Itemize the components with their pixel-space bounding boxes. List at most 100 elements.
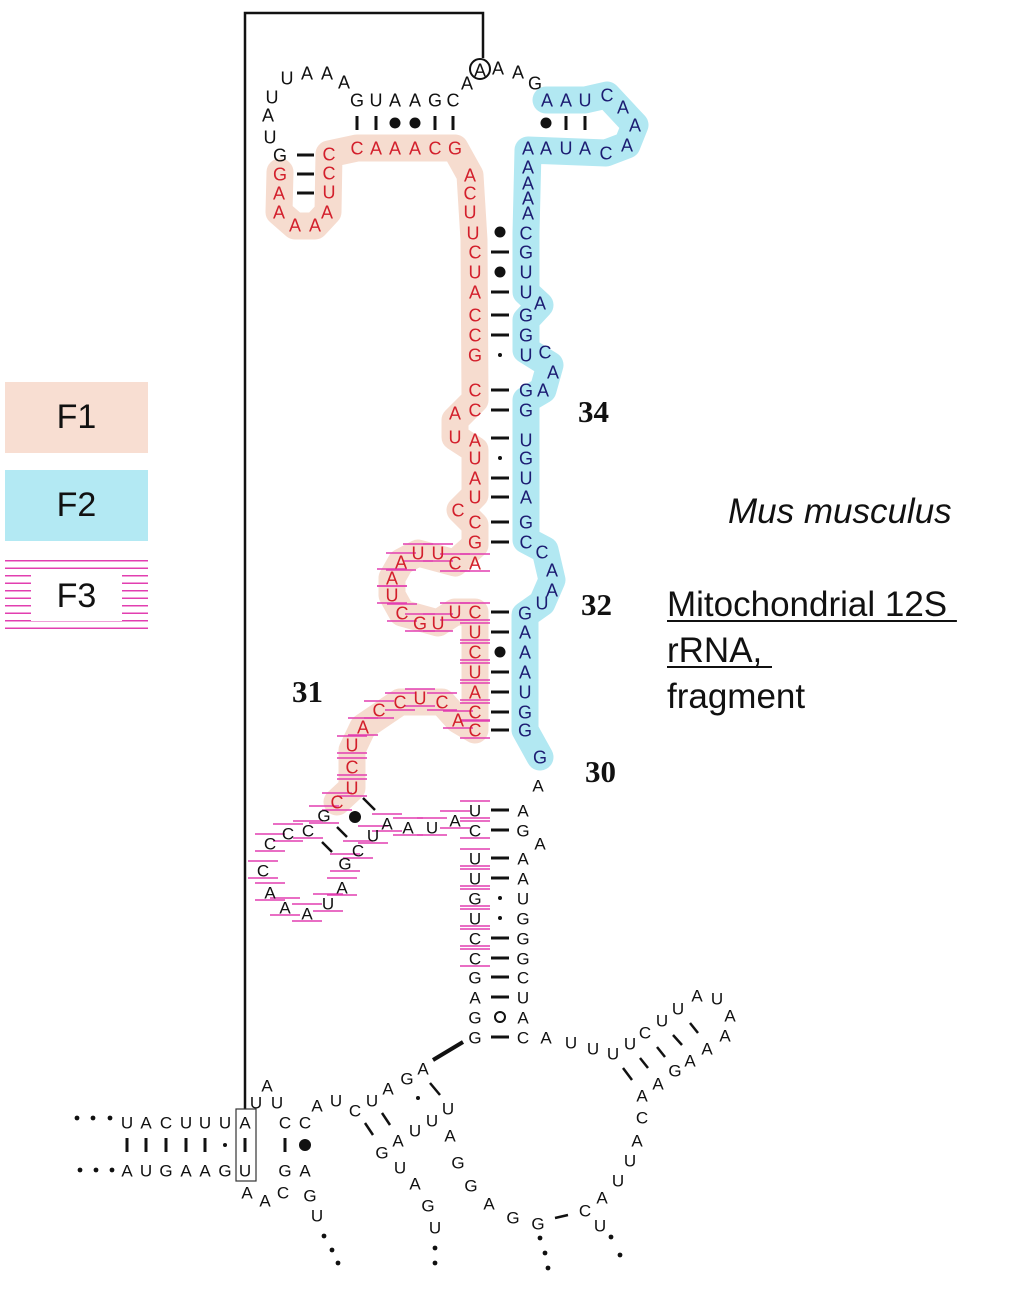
nucleotide: U xyxy=(370,91,383,111)
nucleotide: U xyxy=(469,449,482,469)
nucleotide: C xyxy=(447,91,460,111)
legend-f1: F1 xyxy=(5,382,148,453)
nucleotide: G xyxy=(350,91,364,111)
nucleotide: A xyxy=(469,283,481,303)
nucleotide: A xyxy=(547,363,559,383)
nucleotide: A xyxy=(264,884,276,903)
nucleotide: U xyxy=(239,1162,251,1181)
nucleotide: G xyxy=(400,1070,413,1089)
nucleotide: A xyxy=(289,216,301,236)
nucleotide: G xyxy=(448,139,462,159)
nucleotide: C xyxy=(601,86,614,106)
nucleotide: C xyxy=(396,604,409,624)
nucleotide: G xyxy=(518,604,532,624)
nucleotide: U xyxy=(449,428,462,448)
nucleotide: C xyxy=(452,501,465,521)
nucleotide: A xyxy=(517,1009,529,1028)
nucleotide: U xyxy=(264,128,277,148)
continuation-dot xyxy=(93,1167,99,1173)
nucleotide: A xyxy=(199,1162,211,1181)
nucleotide: C xyxy=(279,1114,291,1133)
description-text-1: Mitochondrial 12S xyxy=(667,585,957,624)
nucleotide: C xyxy=(469,243,482,263)
nucleotide: C xyxy=(469,643,482,663)
f2-band xyxy=(511,81,649,771)
nucleotide: U xyxy=(587,1040,599,1059)
nucleotide: A xyxy=(474,61,486,81)
nucleotide: A xyxy=(449,812,461,831)
nucleotide: U xyxy=(412,544,425,564)
nucleotide: U xyxy=(442,1100,454,1119)
nucleotide: G xyxy=(516,950,529,969)
nucleotide: C xyxy=(257,862,269,881)
nucleotide: U xyxy=(519,683,532,703)
nucleotide: G xyxy=(468,890,481,909)
pair-dot-small xyxy=(498,896,502,900)
nucleotide: A xyxy=(262,106,274,126)
nucleotide: A xyxy=(522,139,534,159)
species-name: Mus musculus xyxy=(728,492,952,531)
nucleotide: C xyxy=(636,1109,648,1128)
legend-f2: F2 xyxy=(5,470,148,541)
nucleotide: U xyxy=(386,586,399,606)
nucleotide: G xyxy=(451,1154,464,1173)
legend-f2-label: F2 xyxy=(56,486,97,524)
nucleotide: G xyxy=(518,703,532,723)
nucleotide: U xyxy=(565,1034,577,1053)
nucleotide: C xyxy=(469,381,482,401)
nucleotide: A xyxy=(517,802,529,821)
nucleotide: A xyxy=(636,1087,648,1106)
nucleotide: A xyxy=(540,139,552,159)
nucleotide: G xyxy=(468,346,482,366)
nucleotide: C xyxy=(539,343,552,363)
nucleotide: A xyxy=(596,1189,608,1208)
nucleotide: U xyxy=(366,1092,378,1111)
nucleotide: G xyxy=(468,1009,481,1028)
nucleotide: U xyxy=(520,469,533,489)
nucleotide: U xyxy=(426,1112,438,1131)
nucleotide: A xyxy=(546,561,558,581)
nucleotide: A xyxy=(311,1097,323,1116)
pair-slash xyxy=(672,1034,683,1046)
helix-label-30: 30 xyxy=(585,754,616,789)
nucleotide: A xyxy=(239,1114,251,1133)
nucleotide: G xyxy=(519,381,533,401)
nucleotide: C xyxy=(429,139,442,159)
nucleotide: G xyxy=(519,306,533,326)
nucleotide: C xyxy=(639,1024,651,1043)
nucleotide: C xyxy=(282,825,294,844)
nucleotide: U xyxy=(469,488,482,508)
nucleotide: A xyxy=(560,91,572,111)
pair-dot-small xyxy=(223,1143,227,1147)
nucleotide: A xyxy=(469,554,481,574)
pair-dot-small xyxy=(498,456,502,460)
nucleotide: C xyxy=(394,693,407,713)
nucleotide: G xyxy=(516,930,529,949)
nucleotide: A xyxy=(469,683,481,703)
highlight-box xyxy=(235,1108,257,1182)
description-text-2: rRNA, xyxy=(667,631,772,670)
nucleotide: U xyxy=(426,819,438,838)
nucleotide: A xyxy=(534,294,546,314)
nucleotide: A xyxy=(537,381,549,401)
nucleotide: G xyxy=(533,748,547,768)
nucleotide: A xyxy=(259,1192,271,1211)
pair-slash xyxy=(362,797,376,811)
nucleotide: C xyxy=(469,603,482,623)
nucleotide: A xyxy=(389,91,401,111)
nucleotide: C xyxy=(351,139,364,159)
pair-dot-large xyxy=(349,811,361,823)
pair-dot-large xyxy=(299,1139,311,1151)
nucleotide: C xyxy=(331,793,344,813)
continuation-dot xyxy=(608,1234,614,1240)
nucleotide: A xyxy=(464,166,476,186)
nucleotide: G xyxy=(516,822,529,841)
description-line-3: fragment xyxy=(667,674,805,720)
nucleotide: U xyxy=(579,91,592,111)
continuation-dot xyxy=(74,1115,80,1121)
nucleotide: U xyxy=(271,1094,283,1113)
nucleotide: A xyxy=(389,139,401,159)
fragment-highlights xyxy=(265,81,649,816)
